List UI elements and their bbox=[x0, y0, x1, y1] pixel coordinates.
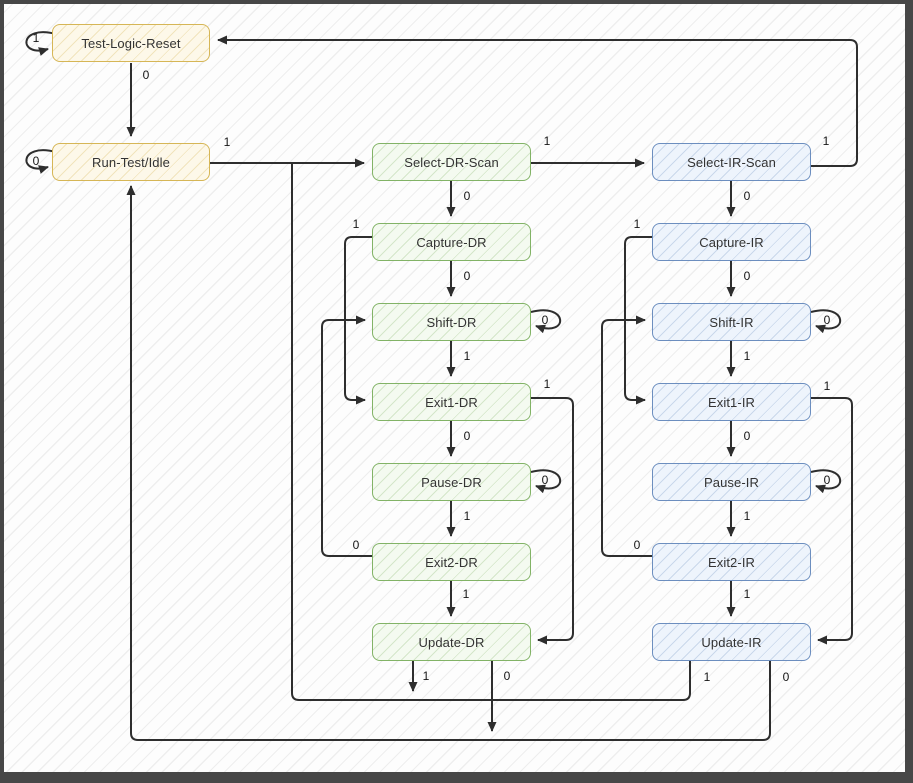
transition-label-9: 1 bbox=[463, 349, 471, 363]
state-exit2-dr: Exit2-DR bbox=[372, 543, 531, 581]
transition-label-8: 0 bbox=[541, 313, 549, 327]
transition-label-14: 1 bbox=[463, 509, 471, 523]
state-label: Run-Test/Idle bbox=[92, 154, 170, 170]
transition-label-1: 0 bbox=[142, 68, 150, 82]
state-select-dr-scan: Select-DR-Scan bbox=[372, 143, 531, 181]
state-label: Pause-DR bbox=[421, 474, 482, 490]
state-label: Select-DR-Scan bbox=[404, 154, 499, 170]
state-shift-dr: Shift-DR bbox=[372, 303, 531, 341]
state-label: Test-Logic-Reset bbox=[81, 35, 181, 51]
transition-label-23: 1 bbox=[633, 217, 641, 231]
transition-label-17: 1 bbox=[422, 669, 430, 683]
transition-label-7: 0 bbox=[463, 269, 471, 283]
state-label: Exit1-DR bbox=[425, 394, 478, 410]
state-label: Shift-IR bbox=[709, 314, 754, 330]
state-label: Update-IR bbox=[701, 634, 762, 650]
transition-label-24: 0 bbox=[743, 429, 751, 443]
edge-capture-dr-to-exit1-dr bbox=[344, 236, 372, 405]
state-exit2-ir: Exit2-IR bbox=[652, 543, 811, 581]
state-label: Capture-DR bbox=[416, 234, 487, 250]
transition-label-11: 0 bbox=[463, 429, 471, 443]
state-select-ir-scan: Select-IR-Scan bbox=[652, 143, 811, 181]
transition-label-29: 1 bbox=[743, 587, 751, 601]
state-run-test-idle: Run-Test/Idle bbox=[52, 143, 210, 181]
transition-label-3: 1 bbox=[223, 135, 231, 149]
state-exit1-ir: Exit1-IR bbox=[652, 383, 811, 421]
transition-label-20: 0 bbox=[743, 269, 751, 283]
state-pause-dr: Pause-DR bbox=[372, 463, 531, 501]
state-label: Update-DR bbox=[418, 634, 485, 650]
state-test-logic-reset: Test-Logic-Reset bbox=[52, 24, 210, 62]
transition-label-13: 0 bbox=[541, 473, 549, 487]
state-update-ir: Update-IR bbox=[652, 623, 811, 661]
transition-label-2: 0 bbox=[32, 154, 40, 168]
state-capture-dr: Capture-DR bbox=[372, 223, 531, 261]
edge-exit2-dr-to-shift-dr bbox=[321, 315, 372, 557]
transition-label-10: 1 bbox=[352, 217, 360, 231]
state-label: Exit2-DR bbox=[425, 554, 478, 570]
transition-label-28: 0 bbox=[633, 538, 641, 552]
transition-label-15: 0 bbox=[352, 538, 360, 552]
transition-label-4: 1 bbox=[543, 134, 551, 148]
state-capture-ir: Capture-IR bbox=[652, 223, 811, 261]
edge-exit1-dr-to-update-dr bbox=[531, 397, 574, 645]
state-label: Pause-IR bbox=[704, 474, 759, 490]
edge-exit2-ir-to-shift-ir bbox=[601, 315, 652, 557]
transition-label-22: 1 bbox=[743, 349, 751, 363]
transition-label-16: 1 bbox=[462, 587, 470, 601]
transition-label-0: 1 bbox=[32, 31, 40, 45]
transition-label-6: 0 bbox=[463, 189, 471, 203]
state-label: Exit2-IR bbox=[707, 554, 756, 570]
state-update-dr: Update-DR bbox=[372, 623, 531, 661]
state-shift-ir: Shift-IR bbox=[652, 303, 811, 341]
transition-label-5: 1 bbox=[822, 134, 830, 148]
transition-label-26: 0 bbox=[823, 473, 831, 487]
state-label: Exit1-IR bbox=[707, 394, 756, 410]
transition-label-27: 1 bbox=[743, 509, 751, 523]
state-pause-ir: Pause-IR bbox=[652, 463, 811, 501]
state-exit1-dr: Exit1-DR bbox=[372, 383, 531, 421]
edge-exit1-ir-to-update-ir bbox=[811, 397, 853, 645]
state-label: Select-IR-Scan bbox=[687, 154, 776, 170]
transition-label-30: 1 bbox=[703, 670, 711, 684]
transition-label-18: 0 bbox=[503, 669, 511, 683]
transition-label-19: 0 bbox=[743, 189, 751, 203]
transition-label-31: 0 bbox=[782, 670, 790, 684]
edge-capture-ir-to-exit1-ir bbox=[624, 236, 652, 405]
transition-label-21: 0 bbox=[823, 313, 831, 327]
state-label: Shift-DR bbox=[426, 314, 477, 330]
state-label: Capture-IR bbox=[699, 234, 764, 250]
transition-label-12: 1 bbox=[543, 377, 551, 391]
transition-label-25: 1 bbox=[823, 379, 831, 393]
